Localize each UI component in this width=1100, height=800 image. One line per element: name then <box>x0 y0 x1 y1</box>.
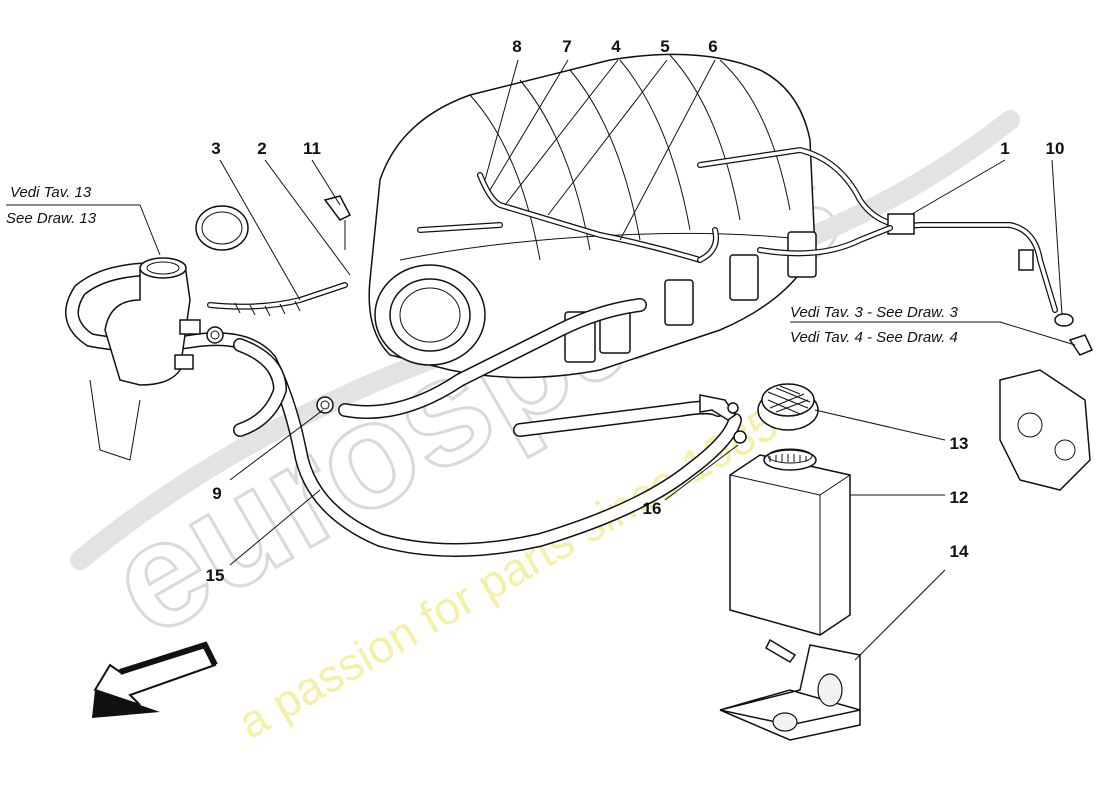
callout-8: 8 <box>512 37 521 56</box>
leader-lines <box>6 59 1076 661</box>
callout-5: 5 <box>660 37 669 56</box>
callout-16: 16 <box>643 499 662 518</box>
callout-1: 1 <box>1000 139 1009 158</box>
hose-part-15 <box>65 262 742 557</box>
callout-7: 7 <box>562 37 571 56</box>
filler-neck <box>89 257 201 461</box>
callout-13: 13 <box>950 434 969 453</box>
callout-12: 12 <box>950 488 969 507</box>
reference-notes: Vedi Tav. 13 See Draw. 13 Vedi Tav. 3 - … <box>6 184 959 346</box>
ref-left-it: Vedi Tav. 13 <box>10 184 92 201</box>
callout-14: 14 <box>950 542 969 561</box>
fitting-part-10 <box>1054 313 1074 327</box>
callout-2: 2 <box>257 139 266 158</box>
connector-part-16 <box>699 394 747 444</box>
cap-part-13 <box>757 383 819 431</box>
callout-4: 4 <box>611 37 621 56</box>
pipe-part-1 <box>697 146 1058 313</box>
callout-3: 3 <box>211 139 220 158</box>
ref-right-line2: Vedi Tav. 4 - See Draw. 4 <box>790 329 958 346</box>
reference-assembly <box>999 334 1094 491</box>
tank-part-12 <box>729 448 851 636</box>
callout-labels: 1 2 3 4 5 6 7 8 9 10 11 12 13 14 15 16 <box>206 37 1065 585</box>
callout-9: 9 <box>212 484 221 503</box>
callout-10: 10 <box>1046 139 1065 158</box>
ref-left-en: See Draw. 13 <box>6 210 97 227</box>
direction-arrow-icon <box>92 641 218 718</box>
callout-6: 6 <box>708 37 717 56</box>
callout-11: 11 <box>303 139 321 158</box>
ref-right-line1: Vedi Tav. 3 - See Draw. 3 <box>790 304 959 321</box>
clamp-part <box>195 195 352 251</box>
callout-15: 15 <box>206 566 225 585</box>
bracket-part-14 <box>719 638 861 741</box>
